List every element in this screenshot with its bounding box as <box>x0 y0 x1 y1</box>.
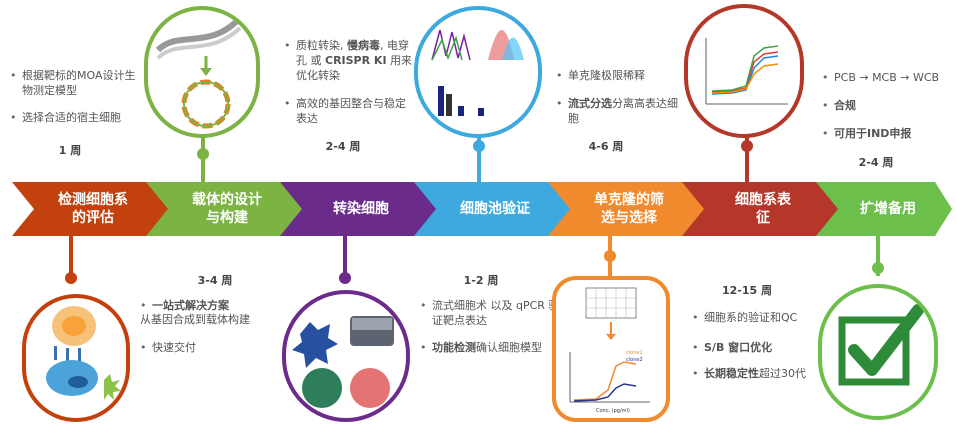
stage-7-connector <box>876 236 880 276</box>
stage-5-label: 单克隆的筛选与选择 <box>594 192 664 226</box>
stage-5-duration: 4-6 周 <box>588 140 624 153</box>
stage-4-label: 细胞池验证 <box>460 201 530 217</box>
stage-4-illustration <box>414 6 542 138</box>
stage-1-bullet-1: 根据靶标的MOA设计生物测定模型 <box>10 68 142 98</box>
plasmid-vector-icon <box>155 17 242 129</box>
stage-6-bullet-1: 细胞系的验证和QC <box>692 310 832 325</box>
stage-4-bullet-1: 流式细胞术 以及 qPCR 验证靶点表达 <box>420 298 560 328</box>
stage-6-label: 细胞系表征 <box>735 192 791 226</box>
dose-response-chart-icon <box>705 38 788 105</box>
stage-6-duration: 12-15 周 <box>721 284 772 297</box>
chevron-stage-1 <box>12 182 172 236</box>
stage-1-bullet-2: 选择合适的宿主细胞 <box>10 110 152 125</box>
stage-7-bullet-1: PCB → MCB → WCB <box>822 70 952 85</box>
legend-clone1: clone1 <box>626 350 643 356</box>
cell-receptor-icon <box>46 306 121 400</box>
stage-3-connector <box>343 236 347 276</box>
stage-2-bullet-1-detail: 从基因合成到载体构建 <box>140 313 250 326</box>
clone-selection-chart-icon: clone1 clone2 Conc. (pg/ml) <box>569 287 650 414</box>
stage-7-bullet-3: 可用于IND申报 <box>822 126 952 141</box>
stage-5-bullet-1: 单克隆极限稀释 <box>556 68 680 83</box>
stage-1-illustration <box>22 294 130 422</box>
legend-clone2: clone2 <box>626 357 643 363</box>
stage-4-duration: 1-2 周 <box>463 274 499 287</box>
stage-5-dot <box>604 250 616 262</box>
stage-3-bullet-2: 高效的基因整合与稳定表达 <box>284 96 414 126</box>
stage-2-dot <box>197 148 209 160</box>
chevron-stage-7 <box>816 182 952 236</box>
stage-7-duration: 2-4 周 <box>858 156 894 169</box>
stage-2-duration: 3-4 周 <box>197 274 233 287</box>
stage-1-duration: 1 周 <box>58 144 82 157</box>
transfection-instrument-icon <box>292 316 394 408</box>
stage-6-connector <box>745 136 749 182</box>
chevron-stage-2 <box>146 182 306 236</box>
stage-3-duration: 2-4 周 <box>325 140 361 153</box>
stage-6-dot <box>741 140 753 152</box>
stage-6-bullet-3: 长期稳定性超过30代 <box>692 366 832 381</box>
stage-7-label: 扩增备用 <box>860 201 916 217</box>
chevron-stage-4 <box>414 182 574 236</box>
checkmark-icon <box>838 304 924 386</box>
stage-2-illustration <box>144 6 260 138</box>
stage-3-illustration <box>282 290 410 422</box>
stage-2-label: 载体的设计与构建 <box>192 192 262 226</box>
chart-xlabel: Conc. (pg/ml) <box>596 408 630 414</box>
stage-1-connector <box>69 236 73 276</box>
stage-6-bullet-2: S/B 窗口优化 <box>692 340 832 355</box>
chevron-stage-6 <box>682 182 842 236</box>
stage-1-dot <box>65 272 77 284</box>
stage-7-bullet-2: 合规 <box>822 98 952 113</box>
stage-2-bullet-1: 一站式解决方案 <box>140 298 282 313</box>
stage-1-label: 检测细胞系的评估 <box>58 192 128 226</box>
stage-7-illustration <box>818 284 938 420</box>
stage-7-dot <box>872 262 884 274</box>
stage-4-bullet-2: 功能检测确认细胞模型 <box>420 340 560 355</box>
stage-4-dot <box>473 140 485 152</box>
stage-5-illustration: clone1 clone2 Conc. (pg/ml) <box>552 276 670 422</box>
stage-2-bullet-2: 快速交付 <box>140 340 282 355</box>
stage-5-bullet-2: 流式分选分离高表达细胞 <box>556 96 680 126</box>
stage-3-label: 转染细胞 <box>333 201 389 217</box>
stage-3-bullet-1: 质粒转染, 慢病毒, 电穿孔 或 CRISPR KI 用来优化转染 <box>284 38 414 83</box>
stage-3-dot <box>339 272 351 284</box>
chevron-stage-3 <box>280 182 440 236</box>
stage-4-connector <box>477 136 481 182</box>
stage-6-illustration <box>684 4 804 138</box>
chevron-stage-5 <box>548 182 708 236</box>
flow-cytometry-chart-icon <box>431 29 524 116</box>
